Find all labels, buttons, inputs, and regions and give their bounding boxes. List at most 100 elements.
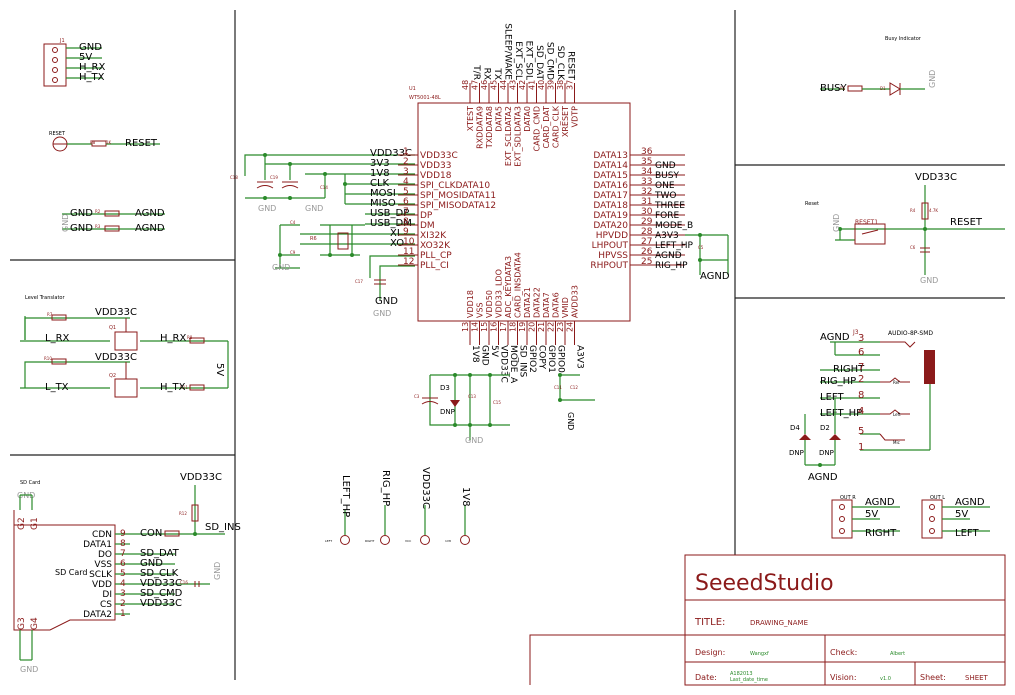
u1-top-pin-num-2: 47 [471,80,480,90]
u1-right-pin-num-12: 25 [641,257,652,267]
u1-bottom-net-7: GPIO2 [527,345,537,373]
cap-c14: C14 [320,185,328,190]
u1-left-pin-num-3: 3 [403,167,409,177]
u1-bottom-pin-num-9: 21 [537,322,546,332]
audio-d2: D2 [820,424,830,432]
gnd-row1-left: GND [70,208,93,219]
audio-tag-mic: Mic [893,440,900,445]
u1-bottom-net-1: 1V8 [470,345,480,363]
lt-5v: 5V [214,363,225,376]
lt-r7: R7 [47,312,53,317]
u1-top-pin-7: DATA0 [523,106,532,132]
net-usb-dm: USB_DM [370,218,412,229]
u1-bottom-pin-num-11: 23 [556,322,565,332]
u1-right-net-7: FORE [655,211,680,221]
u1-right-pin-4: DATA16 [593,181,628,191]
busy-gnd: GND [928,70,937,88]
u1-left-pins: VDD33C1VDD332VDD183SPI_CLKDATA104SPI_MOS… [398,147,496,271]
u1-bottom-pin-2: VSS [476,302,485,318]
busy-d1: D1 [880,86,886,91]
u1-top-pin-num-8: 41 [528,80,537,90]
out-l-agnd: AGND [955,497,985,508]
u1-bottom-pin-num-4: 16 [490,322,499,332]
gnd-agnd-block: GND GND R2 R3 AGND AGND GND [61,208,165,234]
u1-right-net-6: THREE [654,201,685,211]
company-name: SeeedStudio [695,571,834,596]
u1-left-pin-num-11: 11 [403,247,414,257]
cap-c13: C13 [468,394,476,399]
u1-right-net-8: MODE_B [655,221,693,231]
u1-left-pin-num-5: 5 [403,187,409,197]
u1-right-pin-num-7: 30 [641,207,653,217]
lt-l-tx: L_TX [45,382,69,393]
lt-r8: R8 [187,335,193,340]
u1-right-pin-3: DATA15 [593,171,628,181]
u1-bottom-net-8: COPY [537,345,547,370]
u1-right-net-2: GND [655,161,676,171]
cap-c19: C19 [270,175,278,180]
u1-bottom-network: C3 D3 C13 C15 C11 C12 DNP GND GND [414,373,595,445]
audio-jack-block: AUDIO-8P-SMD J3 AGND RIGHT RIG_HP LEFT L… [789,329,935,483]
check-label: Check: [830,648,857,657]
sd-pin-7: DI [102,590,112,600]
audio-pin-7: 7 [858,362,864,373]
check-value: Albert [890,651,905,657]
u1-top-pin-num-4: 45 [490,80,499,90]
cap-c12-bottom: C12 [570,385,578,390]
u1-top-pin-10: CARD_CLK [552,105,561,148]
u1-right-pin-9: HPVDD [596,231,628,241]
u1-left-pin-6: SPI_MISODATA12 [420,201,496,211]
title-block: SeeedStudio TITLE: DRAWING_NAME Design: … [529,554,1006,686]
u1-top-net-4: SLEEP/WAKE [503,23,513,80]
u1-right-pin-num-9: 28 [641,227,653,237]
sd-net-8: VDD33C [140,598,182,609]
u1-right-net-5: TWO [654,191,676,201]
u1-bottom-pin-num-7: 19 [518,322,527,332]
audio-pin-8: 8 [858,390,864,401]
sd-pin-1: CDN [92,530,112,540]
sd-pin-num-9: 1 [120,609,126,619]
sd-cap-gnd: GND [213,562,222,580]
u1-top-pin-4: DATA5 [495,106,504,132]
cap-c11: C11 [554,385,562,390]
design-value: Wangxf [750,651,769,657]
reset-top-value: 1K [106,140,112,145]
date-top: A182013 [730,671,753,677]
u1-right-pin-10: LHPOUT [592,241,629,251]
reset-right-switch: RESET1 [855,219,878,226]
sd-pin-num-5: 5 [120,569,126,579]
tp-vdd33c: VDD33C [420,467,431,509]
u1-top-pin-5: EXT_SCLDATA2 [504,106,513,166]
reset-top-net: RESET [125,138,158,149]
u1-bottom-net-2: GND [480,345,490,366]
sd-section-title: SD Card [20,480,40,486]
u1-top-pin-num-10: 39 [547,80,556,90]
lt-h-rx: H_RX [160,333,186,344]
u1-left-pin-8: DM [420,221,435,231]
gnd-row2-left: GND [70,223,93,234]
u1-top-net-6: EXT_SDL [524,41,534,80]
sd-pin-6: VDD [92,580,112,590]
sd-pin-3: DO [98,550,112,560]
u1-bottom-net-9: GPIO1 [546,345,556,373]
u1-left-pin-num-6: 6 [403,197,409,207]
u1-right-pin-1: DATA13 [593,151,628,161]
sd-shield-g3: G3 [17,617,27,630]
net-1v8: 1V8 [370,168,390,179]
u1-part: WT5001-48L [409,95,441,101]
audio-d4: D4 [790,424,800,432]
u1-top-net-5: EXT_SCL [513,41,523,80]
sd-net-6: VDD33C [140,578,182,589]
net-xi: XI [390,228,400,239]
audio-left-hp: LEFT_HP [820,408,862,419]
net-clk: CLK [370,178,390,189]
u1-top-pin-9: CARD_DAT [542,106,551,149]
u1-right-pin-11: HPVSS [598,251,628,261]
u1-bottom-pin-10: DATA6 [552,292,561,318]
u1-right-pin-num-4: 33 [641,177,652,187]
out-r-right: RIGHT [865,528,897,539]
reset-right-net: RESET [950,217,983,228]
sd-pin-5: SCLK [89,570,113,580]
u1-bottom-net-12: A3V3 [575,345,585,369]
